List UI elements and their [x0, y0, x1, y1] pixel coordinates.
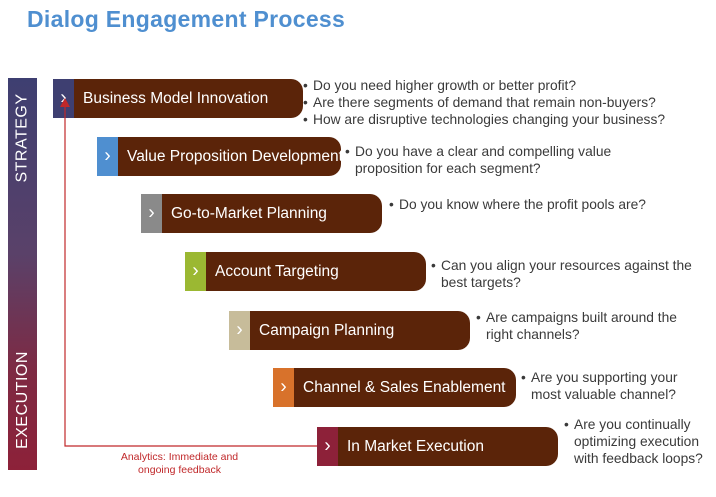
step-questions: Do you have a clear and compelling value…: [345, 143, 645, 177]
step-questions: Can you align your resources against the…: [431, 257, 701, 291]
question-item: Do you need higher growth or better prof…: [303, 77, 713, 94]
arrow-head-icon: [60, 98, 70, 107]
chevron-right-icon: ›: [273, 368, 294, 407]
strategy-execution-sidebar: [8, 78, 37, 470]
question-item: Can you align your resources against the…: [431, 257, 701, 291]
step-label: Business Model Innovation: [74, 79, 303, 118]
step-label: Go-to-Market Planning: [162, 194, 382, 233]
step-business-model-innovation: › Business Model Innovation: [53, 79, 303, 118]
question-item: Do you have a clear and compelling value…: [345, 143, 645, 177]
question-item: Are there segments of demand that remain…: [303, 94, 713, 111]
chevron-right-icon: ›: [53, 79, 74, 118]
step-label: In Market Execution: [338, 427, 558, 466]
step-account-targeting: › Account Targeting: [185, 252, 426, 291]
feedback-line: [64, 107, 317, 447]
step-label: Value Proposition Development: [118, 137, 341, 176]
diagram-title: Dialog Engagement Process: [27, 6, 346, 32]
question-item: Are you continually optimizing execution…: [564, 416, 714, 467]
step-campaign-planning: › Campaign Planning: [229, 311, 470, 350]
step-in-market-execution: › In Market Execution: [317, 427, 558, 466]
chevron-right-icon: ›: [141, 194, 162, 233]
step-label: Campaign Planning: [250, 311, 470, 350]
step-questions: Are campaigns built around the right cha…: [476, 309, 701, 343]
step-value-proposition-development: › Value Proposition Development: [97, 137, 341, 176]
step-questions: Are you supporting your most valuable ch…: [521, 369, 711, 403]
question-item: How are disruptive technologies changing…: [303, 111, 713, 128]
chevron-right-icon: ›: [229, 311, 250, 350]
question-item: Are you supporting your most valuable ch…: [521, 369, 711, 403]
question-item: Are campaigns built around the right cha…: [476, 309, 701, 343]
step-go-to-market-planning: › Go-to-Market Planning: [141, 194, 382, 233]
step-channel-sales-enablement: › Channel & Sales Enablement: [273, 368, 516, 407]
step-label: Channel & Sales Enablement: [294, 368, 516, 407]
step-label: Account Targeting: [206, 252, 426, 291]
step-questions: Do you need higher growth or better prof…: [303, 77, 713, 128]
chevron-right-icon: ›: [97, 137, 118, 176]
question-item: Do you know where the profit pools are?: [389, 196, 689, 213]
chevron-right-icon: ›: [185, 252, 206, 291]
chevron-right-icon: ›: [317, 427, 338, 466]
feedback-label: Analytics: Immediate and ongoing feedbac…: [120, 451, 239, 476]
step-questions: Are you continually optimizing execution…: [564, 416, 714, 467]
step-questions: Do you know where the profit pools are?: [389, 196, 689, 213]
